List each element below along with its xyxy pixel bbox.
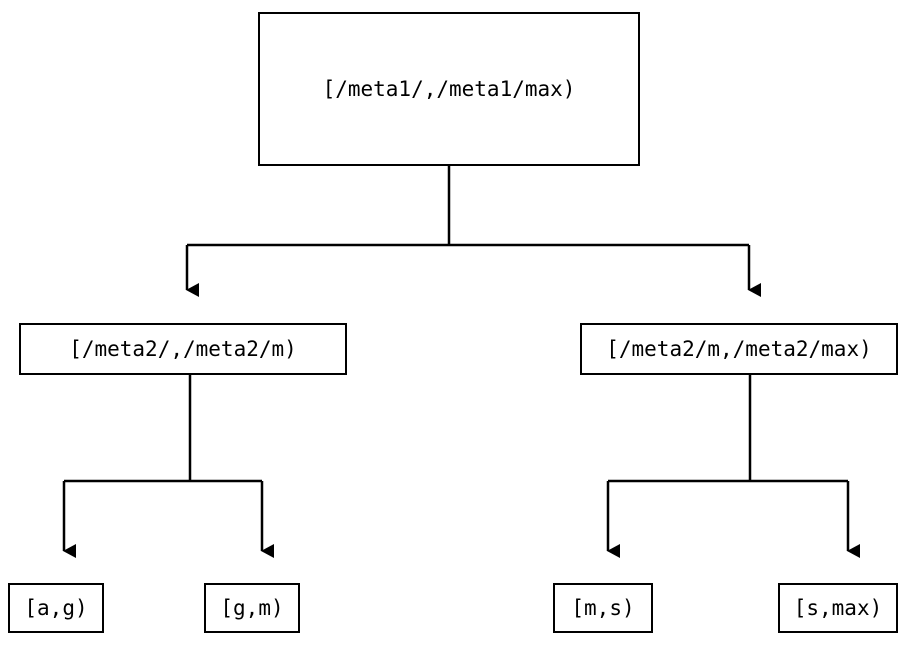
node-leaf-1[interactable]: [a,g)	[8, 583, 104, 633]
node-root[interactable]: [/meta1/,/meta1/max)	[258, 12, 640, 166]
edge-mid-right-to-leaves	[606, 375, 860, 558]
node-mid-left[interactable]: [/meta2/,/meta2/m)	[19, 323, 347, 375]
node-mid-right-label: [/meta2/m,/meta2/max)	[606, 337, 872, 361]
node-mid-right[interactable]: [/meta2/m,/meta2/max)	[580, 323, 898, 375]
node-leaf-2-label: [g,m)	[220, 596, 284, 620]
node-leaf-3[interactable]: [m,s)	[553, 583, 653, 633]
node-leaf-2[interactable]: [g,m)	[204, 583, 300, 633]
node-mid-left-label: [/meta2/,/meta2/m)	[69, 337, 297, 361]
node-leaf-3-label: [m,s)	[571, 596, 635, 620]
node-leaf-4[interactable]: [s,max)	[778, 583, 898, 633]
edge-root-to-mid-level	[185, 166, 761, 297]
node-leaf-1-label: [a,g)	[24, 596, 88, 620]
node-root-label: [/meta1/,/meta1/max)	[322, 77, 576, 101]
edge-mid-left-to-leaves	[62, 375, 274, 558]
node-leaf-4-label: [s,max)	[793, 596, 883, 620]
